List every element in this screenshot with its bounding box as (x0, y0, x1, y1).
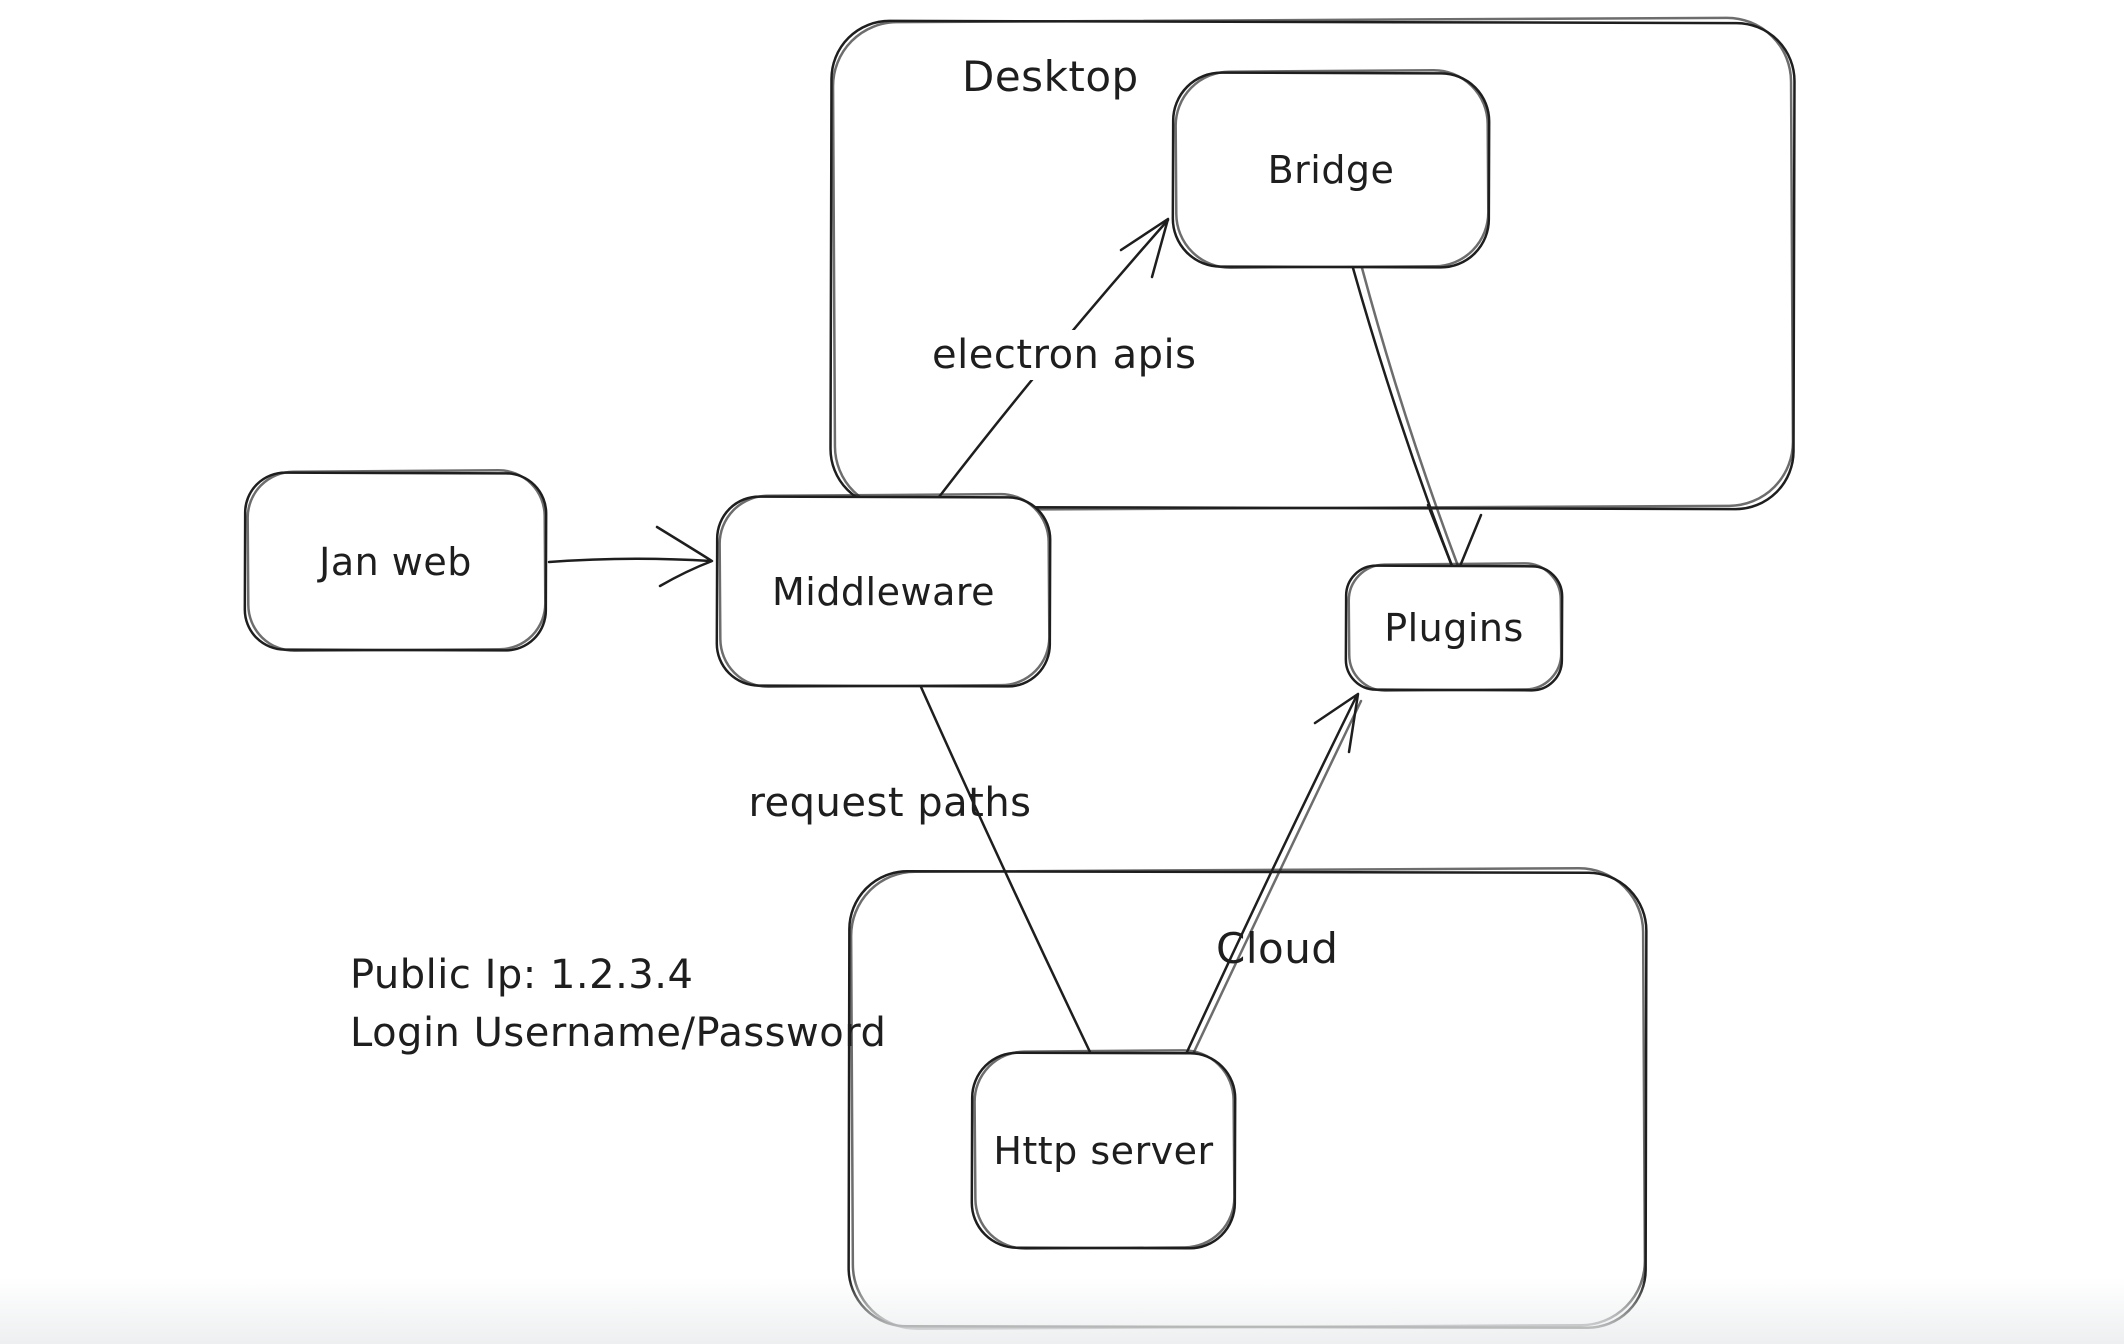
cloud-container-label[interactable]: Cloud (1216, 924, 1339, 973)
edge-label-request-paths[interactable]: request paths (748, 780, 1032, 826)
jan-web-node-label[interactable]: Jan web (319, 539, 472, 584)
http-server-node-box[interactable] (970, 1049, 1237, 1250)
middleware-node-box[interactable] (715, 492, 1052, 689)
desktop-container-label[interactable]: Desktop (962, 52, 1139, 101)
arrow-janweb-to-middleware[interactable] (547, 525, 714, 588)
http-server-node-label[interactable]: Http server (993, 1128, 1214, 1173)
bridge-node-box[interactable] (1171, 69, 1491, 269)
arrow-bridge-to-plugins[interactable] (1351, 266, 1483, 578)
arrow-httpserver-to-plugins[interactable] (1185, 692, 1363, 1054)
credentials-annotation[interactable]: Public Ip: 1.2.3.4 Login Username/Passwo… (350, 946, 886, 1062)
login-credentials-text: Login Username/Password (350, 1010, 887, 1056)
page-bottom-edge (0, 1278, 2124, 1344)
public-ip-text: Public Ip: 1.2.3.4 (350, 952, 694, 998)
bridge-node-label[interactable]: Bridge (1267, 148, 1395, 192)
jan-web-node-box[interactable] (243, 469, 548, 652)
edge-label-electron-apis[interactable]: electron apis (922, 330, 1196, 380)
plugins-node-label[interactable]: Plugins (1384, 606, 1524, 650)
plugins-node-box[interactable] (1344, 562, 1564, 692)
desktop-container-box[interactable] (829, 16, 1796, 512)
middleware-node-label[interactable]: Middleware (771, 569, 996, 614)
line-middleware-to-httpserver[interactable] (919, 685, 1092, 1054)
